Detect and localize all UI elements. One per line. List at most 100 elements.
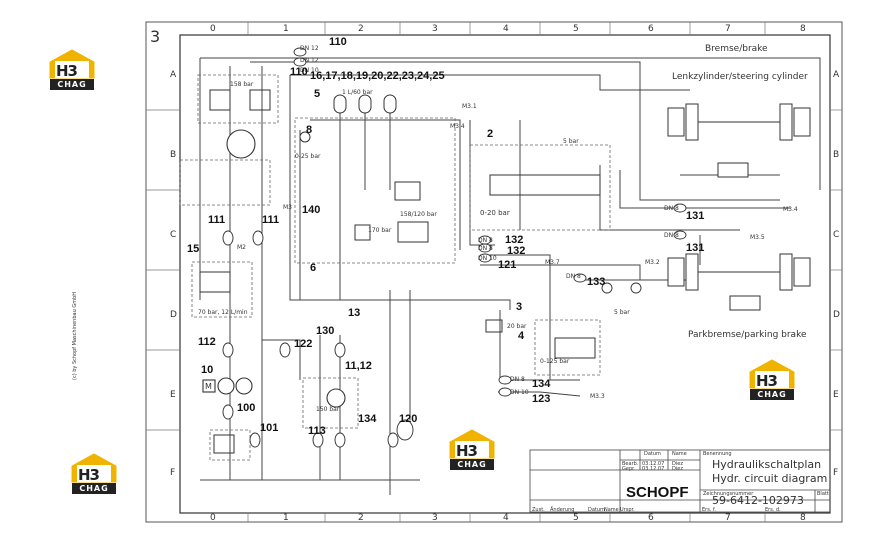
dn-label: DN 10 xyxy=(510,389,529,396)
tb-rev-col: Datum xyxy=(588,507,605,513)
title-steering: Lenkzylinder/steering cylinder xyxy=(672,72,808,82)
logo-house-icon xyxy=(49,49,95,79)
dn-label: DN 12 xyxy=(300,57,319,64)
callout-110: 110 xyxy=(290,66,308,78)
tb-rev-col: Änderung xyxy=(550,507,575,513)
logo-mark: H3 xyxy=(756,372,778,390)
callout-134: 134 xyxy=(358,413,377,425)
tb-title-en: Hydr. circuit diagram xyxy=(712,472,828,485)
logo-house-icon xyxy=(449,429,495,459)
zone-row-C-right: C xyxy=(833,230,840,240)
pressure-label: 70 bar, 12 L/min xyxy=(198,309,248,316)
callout-121: 121 xyxy=(498,259,517,271)
dn-label: DN 8 xyxy=(478,237,493,244)
callout-112: 112 xyxy=(198,336,216,348)
tb-rev-col: Zust. xyxy=(532,507,545,513)
tb-drawing-no: 59-6412-102973 xyxy=(712,494,804,507)
pressure-label: 5 bar xyxy=(614,309,630,316)
logo-caption: CHAG xyxy=(450,459,494,470)
callout-6: 6 xyxy=(310,262,317,274)
logo-mark: H3 xyxy=(78,466,100,484)
tb-name1: Diez xyxy=(672,461,683,467)
callout-132: 132 xyxy=(505,234,524,246)
zone-col-8: 8 xyxy=(800,24,806,34)
callout-10: 10 xyxy=(201,364,214,376)
tb-ers-f: Ers. f. xyxy=(702,507,716,513)
sheet-number: 3 xyxy=(150,27,161,46)
dn-label: DN 8 xyxy=(478,245,493,252)
pumps xyxy=(202,129,346,408)
zone-col-5: 5 xyxy=(573,24,579,34)
logo-h3-chag: H3 CHAG xyxy=(68,452,120,502)
pressure-label: 150 bar xyxy=(316,406,340,413)
callout-list: 16,17,18,19,20,22,23,24,25 xyxy=(310,70,445,82)
tb-ers-d: Ers. d. xyxy=(765,507,781,513)
pressure-label: 158/120 bar xyxy=(400,211,437,218)
tb-name2: Diez xyxy=(672,466,683,472)
zone-row-E-right: E xyxy=(833,390,839,400)
callout-113: 113 xyxy=(308,425,326,437)
flow-label: 1 L/60 bar xyxy=(342,89,373,96)
port-label: M2 xyxy=(237,244,246,251)
dn-label: DN 8 xyxy=(566,273,581,280)
callout-132: 132 xyxy=(507,245,526,257)
zone-col-1-bottom: 1 xyxy=(283,513,289,523)
zone-col-6-bottom: 6 xyxy=(648,513,654,523)
zone-row-A-right: A xyxy=(833,70,840,80)
callout-8: 8 xyxy=(306,124,313,136)
dn-label: DN 8 xyxy=(510,376,525,383)
motor-label: M xyxy=(205,382,212,391)
zone-col-8-bottom: 8 xyxy=(800,513,806,523)
tb-rev-col: Urspr. xyxy=(620,507,635,513)
zone-col-3-bottom: 3 xyxy=(432,513,438,523)
zone-row-B: B xyxy=(170,150,177,160)
hydraulic-lines xyxy=(199,57,821,495)
zone-col-4-bottom: 4 xyxy=(503,513,509,523)
callout-3: 3 xyxy=(516,301,523,313)
pressure-label: 5 bar xyxy=(563,138,579,145)
callout-133: 133 xyxy=(587,276,606,288)
zone-col-5-bottom: 5 xyxy=(573,513,579,523)
zone-row-F: F xyxy=(170,468,176,478)
logo-h3-chag: H3 CHAG xyxy=(746,358,798,408)
pressure-label: 0-25 bar xyxy=(295,153,321,160)
valve-blocks xyxy=(199,89,761,454)
zone-col-7: 7 xyxy=(725,24,731,34)
port-label: M3 xyxy=(283,204,292,211)
callout-2: 2 xyxy=(487,128,494,140)
logo-h3-chag: H3 CHAG xyxy=(46,48,98,98)
pressure-label: 158 bar xyxy=(230,81,254,88)
logo-mark: H3 xyxy=(56,62,78,80)
pressure-label: 20 bar xyxy=(507,323,527,330)
logo-mark: H3 xyxy=(456,442,478,460)
callout-100: 100 xyxy=(237,402,256,414)
callout-13: 13 xyxy=(348,307,361,319)
callout-5: 5 xyxy=(314,88,321,100)
callout-130: 130 xyxy=(316,325,335,337)
port-label: M3.4 xyxy=(783,206,798,213)
callout-11-12: 11,12 xyxy=(345,360,372,372)
logo-house-icon xyxy=(71,453,117,483)
callout-134: 134 xyxy=(532,378,551,390)
port-label: M3.4 xyxy=(450,123,465,130)
sheet-frame xyxy=(145,21,843,523)
title-brake: Bremse/brake xyxy=(705,44,768,54)
callout-123: 123 xyxy=(532,393,551,405)
tb-blatt: Blatt xyxy=(817,491,829,497)
tb-drawn-label: Bearb. xyxy=(622,461,639,467)
accumulators xyxy=(299,94,397,143)
callout-120: 120 xyxy=(399,413,418,425)
callout-111: 111 xyxy=(262,214,280,226)
component-boxes xyxy=(179,74,611,461)
title-parking-brake: Parkbremse/parking brake xyxy=(688,330,807,340)
zone-col-2-bottom: 2 xyxy=(358,513,364,523)
logo-caption: CHAG xyxy=(50,79,94,90)
port-label: M3.3 xyxy=(590,393,605,400)
zone-col-7-bottom: 7 xyxy=(725,513,731,523)
zone-col-1: 1 xyxy=(283,24,289,34)
callout-131: 131 xyxy=(686,210,705,222)
zone-col-6: 6 xyxy=(648,24,654,34)
tb-date-label: Datum xyxy=(644,451,661,457)
callout-110: 110 xyxy=(329,36,347,48)
port-label: M3.7 xyxy=(545,259,560,266)
